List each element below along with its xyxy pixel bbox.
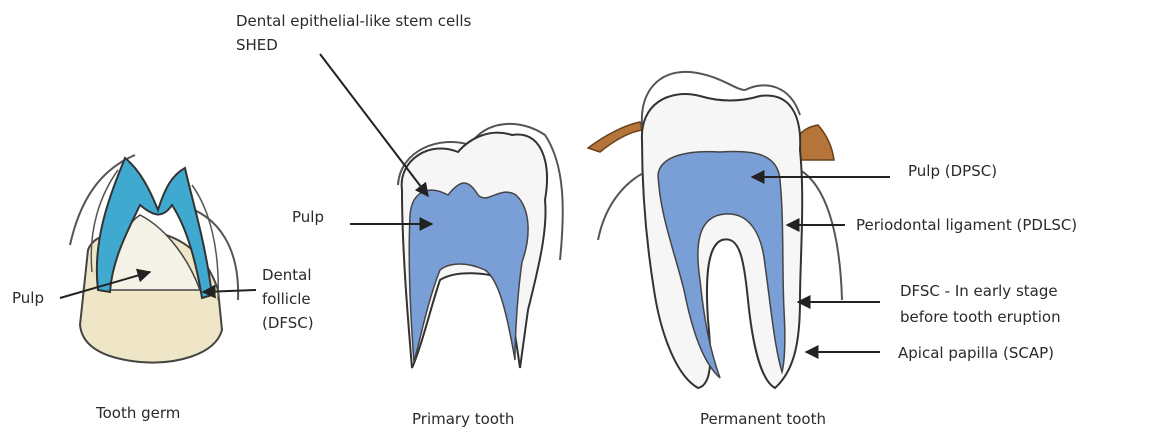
permanent-outer-arc-right	[800, 170, 842, 300]
primary-top-label-2: SHED	[236, 36, 278, 54]
tooth-germ-panel	[70, 155, 238, 363]
permanent-tooth-panel	[588, 72, 842, 388]
germ-pulp-label: Pulp	[12, 289, 44, 307]
permanent-dfsc-label-2: before tooth eruption	[900, 308, 1061, 326]
primary-pulp-label: Pulp	[292, 208, 324, 226]
primary-top-label-1: Dental epithelial-like stem cells	[236, 12, 472, 30]
germ-follicle-label-1: Dental	[262, 266, 312, 284]
germ-follicle-label-3: (DFSC)	[262, 314, 314, 332]
primary-tooth-panel	[398, 124, 563, 368]
germ-follicle-label-2: follicle	[262, 290, 311, 308]
germ-caption: Tooth germ	[95, 404, 180, 422]
bone-left-icon	[588, 122, 642, 152]
permanent-pulp-label: Pulp (DPSC)	[908, 162, 997, 180]
permanent-apical-label: Apical papilla (SCAP)	[898, 344, 1054, 362]
permanent-caption: Permanent tooth	[700, 410, 826, 428]
permanent-dfsc-label-1: DFSC - In early stage	[900, 282, 1058, 300]
permanent-ligament-label: Periodontal ligament (PDLSC)	[856, 216, 1077, 234]
arrow-primary-epithelial	[320, 54, 428, 196]
primary-caption: Primary tooth	[412, 410, 514, 428]
